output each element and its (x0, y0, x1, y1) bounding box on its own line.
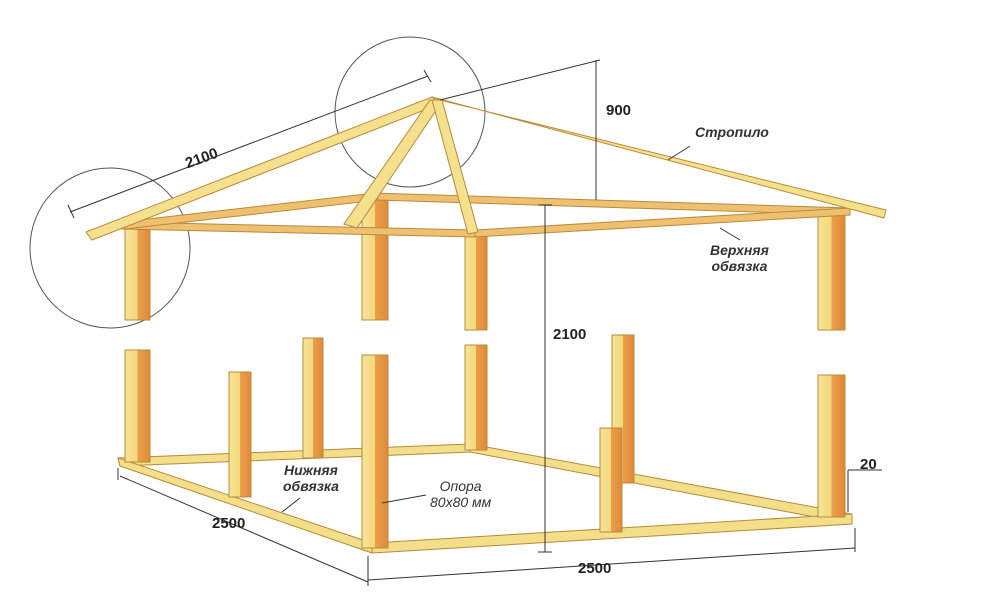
post (464, 229, 488, 331)
post (817, 211, 846, 331)
post (302, 337, 324, 459)
post (361, 354, 389, 549)
dimension-lines (67, 59, 882, 586)
eave-detail-circle (29, 167, 191, 329)
dim-side-front: 2500 (578, 560, 612, 577)
label-post-line1: Опора (439, 478, 482, 494)
label-bottom-frame-line1: Нижняя (284, 462, 338, 478)
rafter (431, 99, 479, 235)
rafters (85, 96, 887, 241)
post (124, 349, 151, 463)
detail-circles (29, 36, 486, 329)
post (464, 344, 488, 451)
top-frame (121, 192, 851, 238)
post (228, 371, 252, 498)
label-top-frame-line1: Верхняя (710, 242, 769, 258)
post (361, 199, 389, 321)
posts (124, 199, 846, 549)
dim-roof-height: 900 (606, 102, 632, 119)
dim-post-height: 2100 (553, 326, 587, 343)
dim-offset: 20 (860, 456, 877, 473)
rafter (431, 96, 887, 219)
post (817, 374, 846, 518)
post (599, 427, 623, 533)
label-top-frame-line2: обвязка (711, 258, 768, 274)
label-rafter-text: Стропило (695, 124, 769, 140)
label-post-line2: 80х80 мм (430, 494, 492, 510)
post (124, 224, 151, 321)
ridge-detail-circle (334, 36, 486, 188)
label-bottom-frame-line2: обвязка (283, 478, 339, 494)
dim-side-left: 2500 (212, 515, 246, 532)
label-rafter: Стропило (695, 124, 769, 140)
